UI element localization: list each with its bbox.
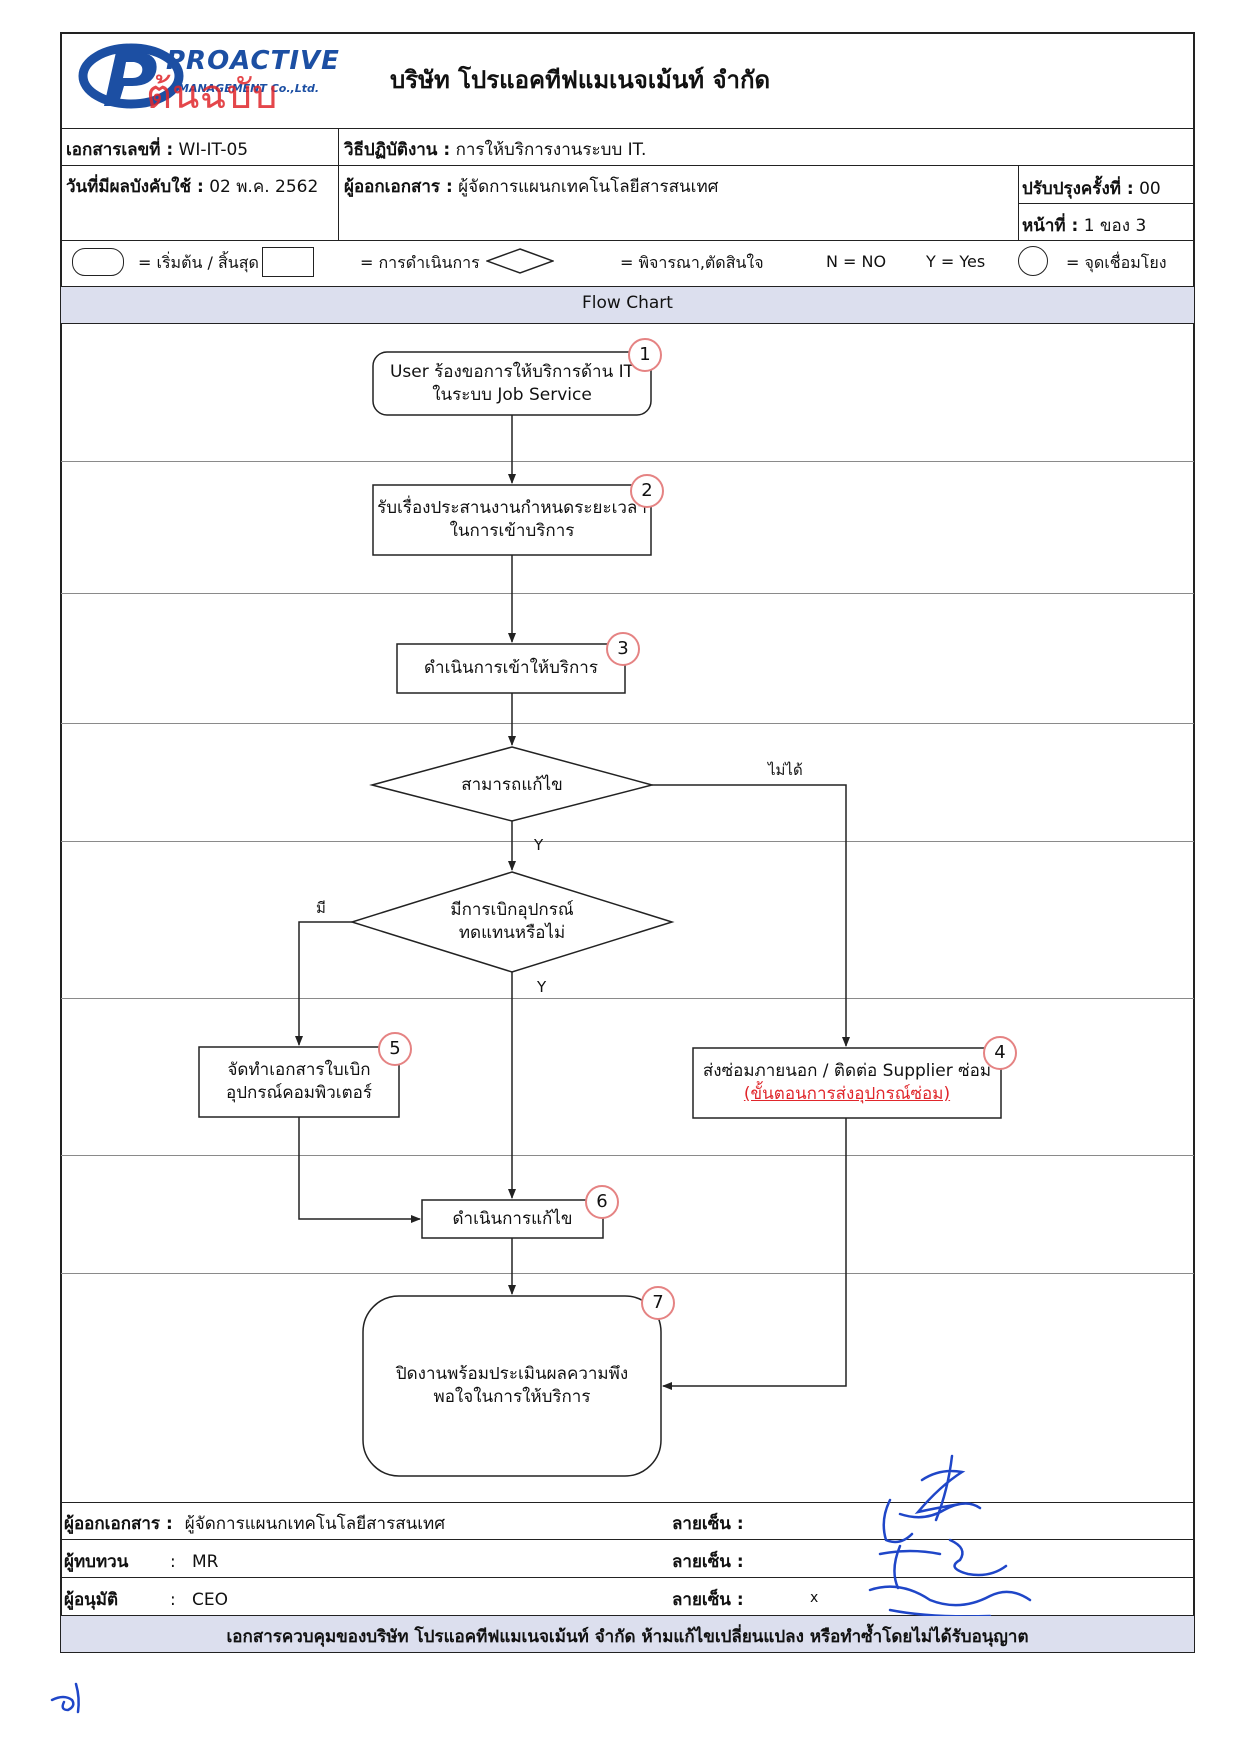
step-badge-1: 1 <box>628 338 662 372</box>
corner-initials <box>50 1682 80 1714</box>
node-close: ปิดงานพร้อมประเมินผลความพึงพอใจในการให้บ… <box>395 1364 629 1407</box>
node-coordinate-shape <box>372 484 652 556</box>
original-stamp: ต้นฉบับ <box>146 72 278 118</box>
repair-procedure-link[interactable]: (ขั้นตอนการส่งอุปกรณ์ซ่อม) <box>743 1084 951 1104</box>
signature-reviewer-row: ผู้ทบทวน: MR <box>64 1552 219 1572</box>
company-name: บริษัท โปรแอคทีฟแมเนจเม้นท์ จำกัด <box>390 66 771 94</box>
logo-text: PROACTIVE <box>166 46 340 76</box>
flow-chart-diagram <box>198 351 1002 1477</box>
step-badge-2: 2 <box>630 474 664 508</box>
footer-notice: เอกสารควบคุมของบริษัท โปรแอคทีฟแมเนจเม้น… <box>226 1627 1029 1647</box>
company-logo: PROACTIVE MANAGEMENT Co.,Ltd. ต้นฉบับ <box>76 40 346 118</box>
footer-band: เอกสารควบคุมของบริษัท โปรแอคทีฟแมเนจเม้น… <box>61 1616 1194 1652</box>
effective-date: วันที่มีผลบังคับใช้ : 02 พ.ค. 2562 <box>66 177 319 197</box>
node-external-repair-shape <box>692 1047 1002 1119</box>
legend-decision: = พิจารณา,ตัดสินใจ <box>620 253 764 272</box>
page-number: หน้าที่ : 1 ของ 3 <box>1022 216 1147 236</box>
legend-no: N = NO <box>826 252 887 271</box>
node-requisition: จัดทำเอกสารใบเบิกอุปกรณ์คอมพิวเตอร์ <box>226 1060 372 1103</box>
node-coordinate: รับเรื่องประสานงานกำหนดระยะเวลาในการเข้า… <box>377 498 647 541</box>
edge-4-7 <box>662 1118 847 1390</box>
legend-connector: = จุดเชื่อมโยง <box>1066 253 1167 272</box>
step-badge-7: 7 <box>641 1286 675 1320</box>
logo-subtext: MANAGEMENT Co.,Ltd. <box>178 82 320 95</box>
node-fix: ดำเนินการแก้ไข <box>452 1209 573 1229</box>
step-badge-5: 5 <box>378 1032 412 1066</box>
step-badge-6: 6 <box>585 1185 619 1219</box>
node-fix-shape <box>421 1199 604 1239</box>
legend-yes: Y = Yes <box>926 252 986 271</box>
handwritten-signatures <box>868 1454 1032 1618</box>
doc-number: เอกสารเลขที่ : WI-IT-05 <box>66 140 249 160</box>
node-external-repair: ส่งซ่อมภายนอก / ติดต่อ Supplier ซ่อม (ขั… <box>693 1060 1001 1106</box>
edge-d2-5 <box>295 921 352 1046</box>
legend-start-end-shape <box>72 248 124 276</box>
legend-connector-shape <box>1018 246 1048 276</box>
signature-issuer-row: ผู้ออกเอกสาร :ผู้จัดการแผนกเทคโนโลยีสารส… <box>64 1514 446 1534</box>
sign-label-reviewer: ลายเซ็น : <box>672 1552 744 1572</box>
legend-process: = การดำเนินการ <box>360 253 480 272</box>
document-frame <box>60 32 1195 1653</box>
step-badge-4: 4 <box>983 1036 1017 1070</box>
sign-label-approver: ลายเซ็น : <box>672 1590 744 1610</box>
legend-start-end: = เริ่มต้น / สิ้นสุด <box>138 253 259 272</box>
node-service-shape <box>396 643 626 694</box>
signature-approver-row: ผู้อนุมัติ: CEO <box>64 1590 228 1610</box>
node-requisition-shape <box>198 1046 400 1118</box>
decision-fixable: สามารถแก้ไข <box>461 775 563 795</box>
edge-label-cannot: ไม่ได้ <box>768 761 803 779</box>
decision-replacement: มีการเบิกอุปกรณ์ทดแทนหรือไม่ <box>450 900 574 943</box>
flow-chart-title: Flow Chart <box>582 293 673 313</box>
legend-process-shape <box>262 247 314 277</box>
procedure: วิธีปฏิบัติงาน : การให้บริการงานระบบ IT. <box>344 140 647 160</box>
node-service: ดำเนินการเข้าให้บริการ <box>424 658 598 678</box>
flow-chart-header: Flow Chart <box>61 287 1194 323</box>
edge-label-yes-1: Y <box>534 836 544 854</box>
legend-decision-shape <box>486 248 554 274</box>
edge-d1-4 <box>652 784 850 1047</box>
node-close-shape <box>362 1295 662 1477</box>
edge-label-yes-2: Y <box>537 978 547 996</box>
edge-5-6 <box>298 1117 421 1223</box>
sign-label-issuer: ลายเซ็น : <box>672 1514 744 1534</box>
edge-label-has: มี <box>316 899 326 917</box>
x-mark: x <box>810 1590 819 1606</box>
document-issuer: ผู้ออกเอกสาร : ผู้จัดการแผนกเทคโนโลยีสาร… <box>344 177 719 197</box>
step-badge-3: 3 <box>606 632 640 666</box>
revision-number: ปรับปรุงครั้งที่ : 00 <box>1022 179 1161 199</box>
